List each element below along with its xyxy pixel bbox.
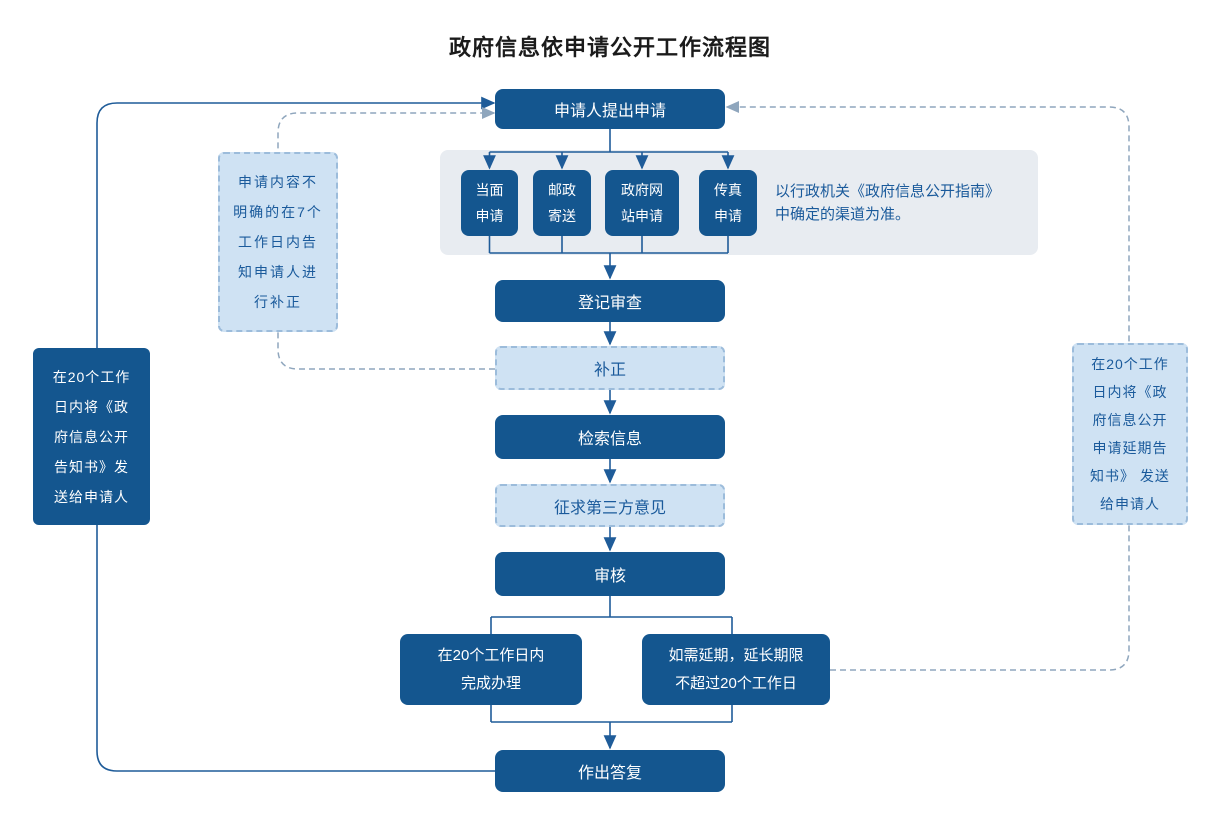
reply-notice-box: 在20个工作 日内将《政 府信息公开 告知书》发 送给申请人 [33,348,150,525]
node-search: 检索信息 [495,415,725,459]
node-channel-in-person: 当面 申请 [461,170,518,236]
node-register: 登记审查 [495,280,725,322]
node-channel-fax: 传真 申请 [699,170,757,236]
channel-note: 以行政机关《政府信息公开指南》 中确定的渠道为准。 [775,183,1001,223]
node-third-party: 征求第三方意见 [495,484,725,527]
node-reply: 作出答复 [495,750,725,792]
node-complete: 在20个工作日内 完成办理 [400,634,582,705]
edge-supplement-feedback [277,107,496,370]
node-channel-postal: 邮政 寄送 [533,170,591,236]
edge-branch-merge [490,705,733,723]
node-review: 审核 [495,552,725,596]
supplement-note-box: 申请内容不 明确的在7个 工作日内告 知申请人进 行补正 [218,152,338,332]
node-channel-gov-website: 政府网 站申请 [605,170,679,236]
node-extend: 如需延期，延长期限 不超过20个工作日 [642,634,830,705]
extension-notice-box: 在20个工作 日内将《政 府信息公开 申请延期告 知书》 发送 给申请人 [1072,343,1188,525]
node-supplement: 补正 [495,346,725,390]
page-title: 政府信息依申请公开工作流程图 [448,35,771,60]
node-apply: 申请人提出申请 [495,89,725,129]
edge-review-split [490,596,733,634]
